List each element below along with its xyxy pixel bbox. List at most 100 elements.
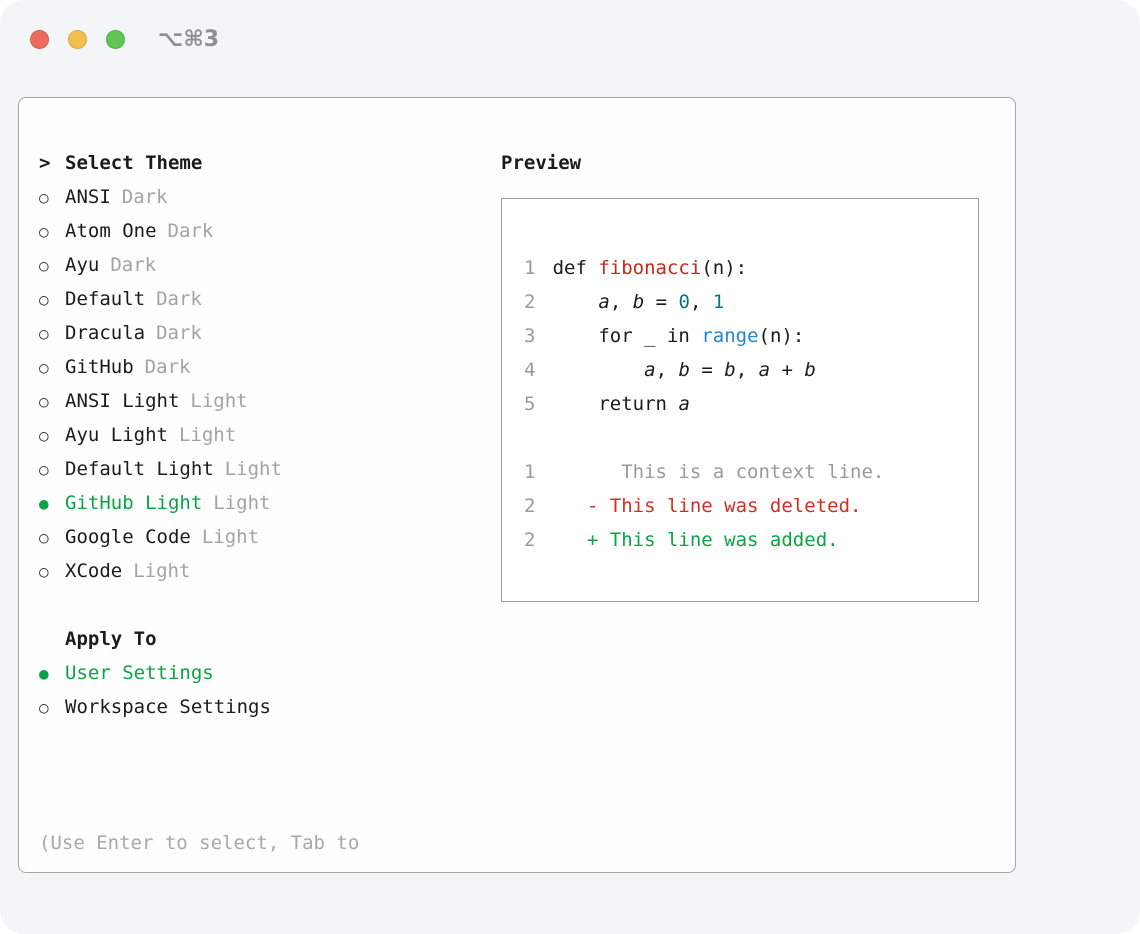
diff-added-line: 2 + This line was added. (524, 523, 978, 557)
line-number: 3 (524, 325, 536, 347)
diff-text: - This line was deleted. (552, 495, 862, 517)
code-token: b (804, 359, 816, 381)
line-number: 2 (524, 529, 536, 551)
preview-pane: 1 def fibonacci(n): 2 a, b = 0, 1 3 for _… (501, 198, 979, 602)
code-token (553, 291, 599, 313)
theme-variant: Light (213, 492, 271, 514)
theme-option[interactable]: ○ GitHub Dark (39, 350, 501, 384)
code-line: 4 a, b = b, a + b (524, 353, 978, 387)
code-line: 5 return a (524, 387, 978, 421)
code-line: 3 for _ in range(n): (524, 319, 978, 353)
blank-line (524, 421, 978, 455)
code-token: a (758, 359, 771, 381)
code-line: 2 a, b = 0, 1 (524, 285, 978, 319)
line-number: 1 (524, 257, 536, 279)
code-token (553, 359, 645, 381)
theme-variant: Light (178, 424, 237, 446)
theme-option[interactable]: ○ Dracula Dark (39, 316, 501, 350)
diff-context-line: 1 This is a context line. (524, 455, 978, 489)
apply-to-header: Apply To (39, 622, 501, 656)
code-token: def (552, 257, 599, 279)
code-token: , (655, 359, 679, 381)
code-token: 0 (678, 291, 690, 313)
line-number: 4 (524, 359, 536, 381)
code-token: fibonacci (598, 257, 702, 279)
hint-line-2: change focus) (39, 928, 501, 934)
theme-variant: Dark (110, 254, 157, 276)
theme-name: ANSI (65, 186, 111, 208)
theme-name: Ayu (65, 254, 100, 276)
prompt-icon: > (39, 152, 51, 174)
theme-variant: Light (133, 560, 191, 582)
code-token: , (609, 291, 633, 313)
radio-icon: ○ (39, 358, 49, 377)
theme-name: ANSI Light (65, 390, 180, 412)
preview-column: Preview 1 def fibonacci(n): 2 a, b = 0, 1… (501, 146, 997, 872)
theme-name: Google Code (65, 526, 191, 548)
code-token: range (701, 325, 759, 347)
diff-text: This is a context line. (552, 461, 885, 483)
radio-selected-icon: ● (39, 664, 49, 683)
theme-name: GitHub Light (65, 492, 203, 514)
code-token: a (678, 393, 690, 415)
code-token: 1 (712, 291, 725, 313)
line-number: 2 (524, 495, 536, 517)
line-number: 1 (524, 461, 536, 483)
code-line: 1 def fibonacci(n): (524, 251, 978, 285)
option-label: Workspace Settings (65, 696, 271, 718)
theme-name: GitHub (65, 356, 134, 378)
theme-variant: Dark (121, 186, 168, 208)
radio-icon: ○ (39, 222, 49, 241)
code-token: for _ in (552, 325, 702, 347)
theme-variant: Dark (156, 288, 202, 310)
theme-variant: Dark (156, 322, 202, 344)
apply-option-workspace-settings[interactable]: ○ Workspace Settings (39, 690, 501, 724)
code-token: + (770, 359, 805, 381)
spacer (39, 588, 501, 622)
radio-icon: ○ (39, 698, 49, 717)
minimize-button-icon[interactable] (68, 30, 87, 49)
close-button-icon[interactable] (30, 30, 49, 49)
line-number: 5 (524, 393, 536, 415)
apply-to-title: Apply To (65, 628, 157, 650)
radio-icon: ○ (39, 460, 49, 479)
radio-selected-icon: ● (39, 494, 49, 513)
line-number: 2 (524, 291, 536, 313)
theme-name: Dracula (65, 322, 146, 344)
code-token: , (735, 359, 759, 381)
radio-icon: ○ (39, 256, 49, 275)
radio-icon: ○ (39, 290, 49, 309)
code-token: = (689, 359, 725, 381)
code-token: (n): (701, 257, 748, 279)
theme-option[interactable]: ○ Ayu Dark (39, 248, 501, 282)
code-token: b (678, 359, 690, 381)
code-token: b (724, 359, 736, 381)
zoom-button-icon[interactable] (106, 30, 125, 49)
diff-deleted-line: 2 - This line was deleted. (524, 489, 978, 523)
radio-icon: ○ (39, 324, 49, 343)
theme-variant: Light (190, 390, 248, 412)
window-shortcut-label: ⌥⌘3 (158, 27, 220, 52)
apply-option-user-settings[interactable]: ●User Settings (39, 656, 501, 690)
preview-header: Preview (501, 146, 997, 180)
radio-icon: ○ (39, 528, 49, 547)
radio-icon: ○ (39, 426, 49, 445)
select-theme-title: Select Theme (65, 152, 203, 174)
code-token: a (644, 359, 656, 381)
theme-name: Atom One (65, 220, 157, 242)
diff-text: + This line was added. (552, 529, 839, 551)
theme-variant: Dark (144, 356, 191, 378)
theme-option-selected[interactable]: ● GitHub Light Light (39, 486, 501, 520)
hint-line-1: (Use Enter to select, Tab to (39, 832, 360, 854)
